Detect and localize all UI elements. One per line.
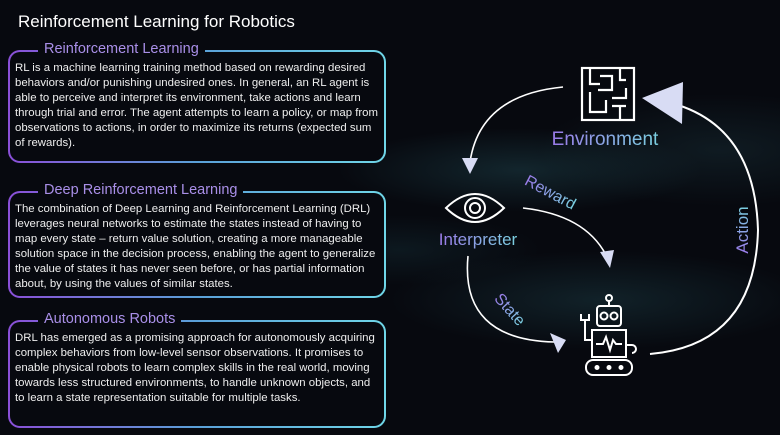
reward-arrow [522, 207, 614, 268]
section-heading: Reinforcement Learning [38, 41, 205, 57]
section-heading: Deep Reinforcement Learning [38, 182, 244, 198]
section-deep-reinforcement-learning: Deep Reinforcement Learning The combinat… [8, 182, 386, 298]
section-body: RL is a machine learning training method… [15, 62, 378, 150]
section-heading: Autonomous Robots [38, 311, 182, 327]
environment-label: Environment [552, 129, 659, 150]
action-arrow [642, 82, 760, 355]
reward-label: Reward [522, 173, 579, 214]
section-reinforcement-learning: Reinforcement Learning RL is a machine l… [8, 41, 386, 163]
state-arrow [466, 255, 566, 353]
section-body: The combination of Deep Learning and Rei… [15, 203, 376, 291]
eye-icon [444, 193, 506, 223]
robot-icon [580, 294, 637, 376]
state-label: State [491, 290, 529, 329]
interpreter-label: Interpreter [439, 230, 518, 249]
action-label: Action [733, 206, 752, 253]
section-body: DRL has emerged as a promising approach … [15, 332, 375, 405]
page-title: Reinforcement Learning for Robotics [18, 12, 295, 31]
maze-icon [580, 66, 636, 122]
section-autonomous-robots: Autonomous Robots DRL has emerged as a p… [8, 311, 386, 428]
env-to-interpreter-arrow [462, 86, 564, 174]
